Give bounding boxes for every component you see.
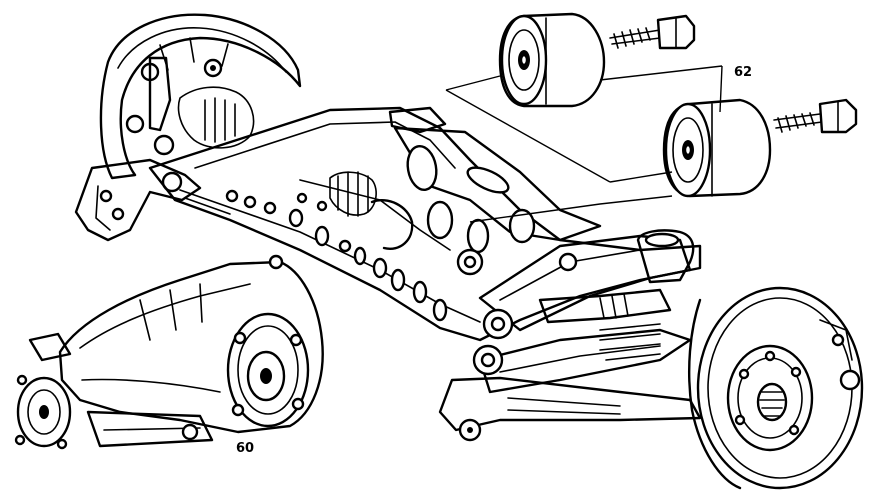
lightening-holes	[225, 189, 448, 322]
callout-60: 60	[236, 441, 254, 456]
left-mounting-bracket	[74, 158, 202, 242]
left-brake-backing-plate	[99, 13, 302, 180]
rear-subframe	[148, 106, 702, 342]
right-brake-disc	[688, 286, 864, 490]
bolt-lower	[773, 98, 858, 134]
right-control-arms	[438, 229, 702, 442]
rear-differential	[14, 254, 324, 450]
bushing-upper	[498, 12, 606, 108]
leader-lines-62	[445, 65, 723, 223]
callout-62: 62	[734, 65, 752, 80]
bushing-lower	[662, 98, 772, 198]
bolt-upper	[609, 14, 696, 50]
